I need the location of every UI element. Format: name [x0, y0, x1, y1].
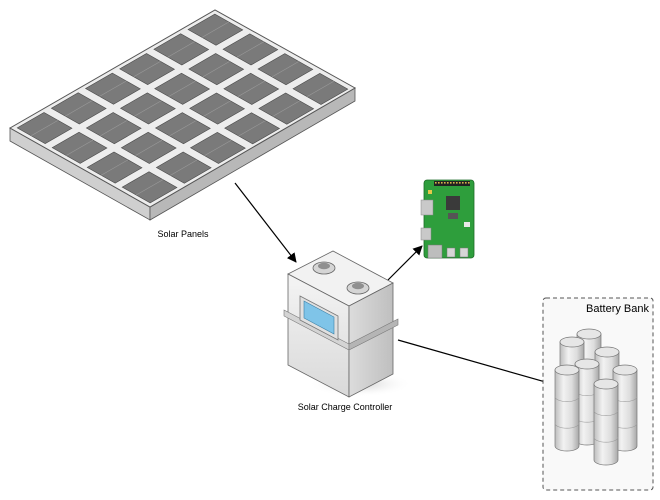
gpio-pin — [456, 182, 458, 184]
node-label-charge-controller: Solar Charge Controller — [298, 402, 393, 412]
solar-cell-divider — [100, 120, 128, 137]
gpio-pin — [435, 182, 437, 184]
solar-cell-divider — [65, 100, 93, 117]
gpio-pin — [453, 182, 455, 184]
solar-cell-divider — [66, 139, 94, 156]
solar-cell-divider — [134, 100, 162, 117]
group-label-battery-bank: Battery Bank — [586, 303, 649, 315]
solar-cell-divider — [31, 120, 59, 137]
node-battery-bank[interactable]: Battery Bank — [542, 297, 654, 491]
raspberry-pi-icon — [420, 179, 475, 259]
solar-cell-divider — [168, 80, 196, 97]
gpio-pin — [465, 182, 467, 184]
solar-cell-divider — [136, 179, 164, 196]
solar-cell-divider — [201, 21, 229, 38]
battery-cells-icon — [554, 328, 638, 466]
node-label-solar-panels: Solar Panels — [157, 229, 209, 239]
node-solar-panels[interactable]: Solar Panels — [8, 9, 357, 239]
solar-cell-divider — [133, 61, 161, 78]
solar-cell-divider — [203, 100, 231, 117]
gpio-pin — [438, 182, 440, 184]
solar-cell-divider — [271, 61, 299, 78]
battery-cell — [574, 358, 600, 446]
gpio-pin — [447, 182, 449, 184]
solar-cell-divider — [236, 41, 264, 58]
solar-cell-divider — [204, 139, 232, 156]
battery-cell — [554, 364, 580, 452]
solar-cell-divider — [169, 120, 197, 137]
edge-panels-to-controller[interactable] — [234, 182, 297, 263]
node-charge-controller[interactable]: Solar Charge Controller — [283, 250, 412, 412]
battery-cell — [593, 378, 619, 466]
solar-cell-divider — [135, 139, 163, 156]
solar-panel-icon — [8, 9, 357, 221]
edge-controller-to-pi[interactable] — [382, 245, 423, 286]
solar-cell-divider — [202, 61, 230, 78]
gpio-pin — [444, 182, 446, 184]
gpio-pin — [459, 182, 461, 184]
solar-cell-divider — [272, 100, 300, 117]
gpio-pin — [441, 182, 443, 184]
solar-cell-divider — [306, 80, 334, 97]
solar-cell-divider — [167, 41, 195, 58]
gpio-pin — [468, 182, 470, 184]
battery-cell — [612, 364, 638, 452]
solar-cell-divider — [99, 80, 127, 97]
solar-cell-divider — [101, 159, 129, 176]
gpio-pin — [450, 182, 452, 184]
solar-cell-divider — [237, 80, 265, 97]
node-raspberry-pi[interactable] — [420, 179, 475, 259]
edge-controller-to-battery[interactable] — [397, 339, 557, 388]
edges — [234, 182, 557, 388]
gpio-pin — [462, 182, 464, 184]
solar-cell-divider — [238, 120, 266, 137]
solar-cell-divider — [170, 159, 198, 176]
charge-controller-icon — [283, 250, 412, 398]
